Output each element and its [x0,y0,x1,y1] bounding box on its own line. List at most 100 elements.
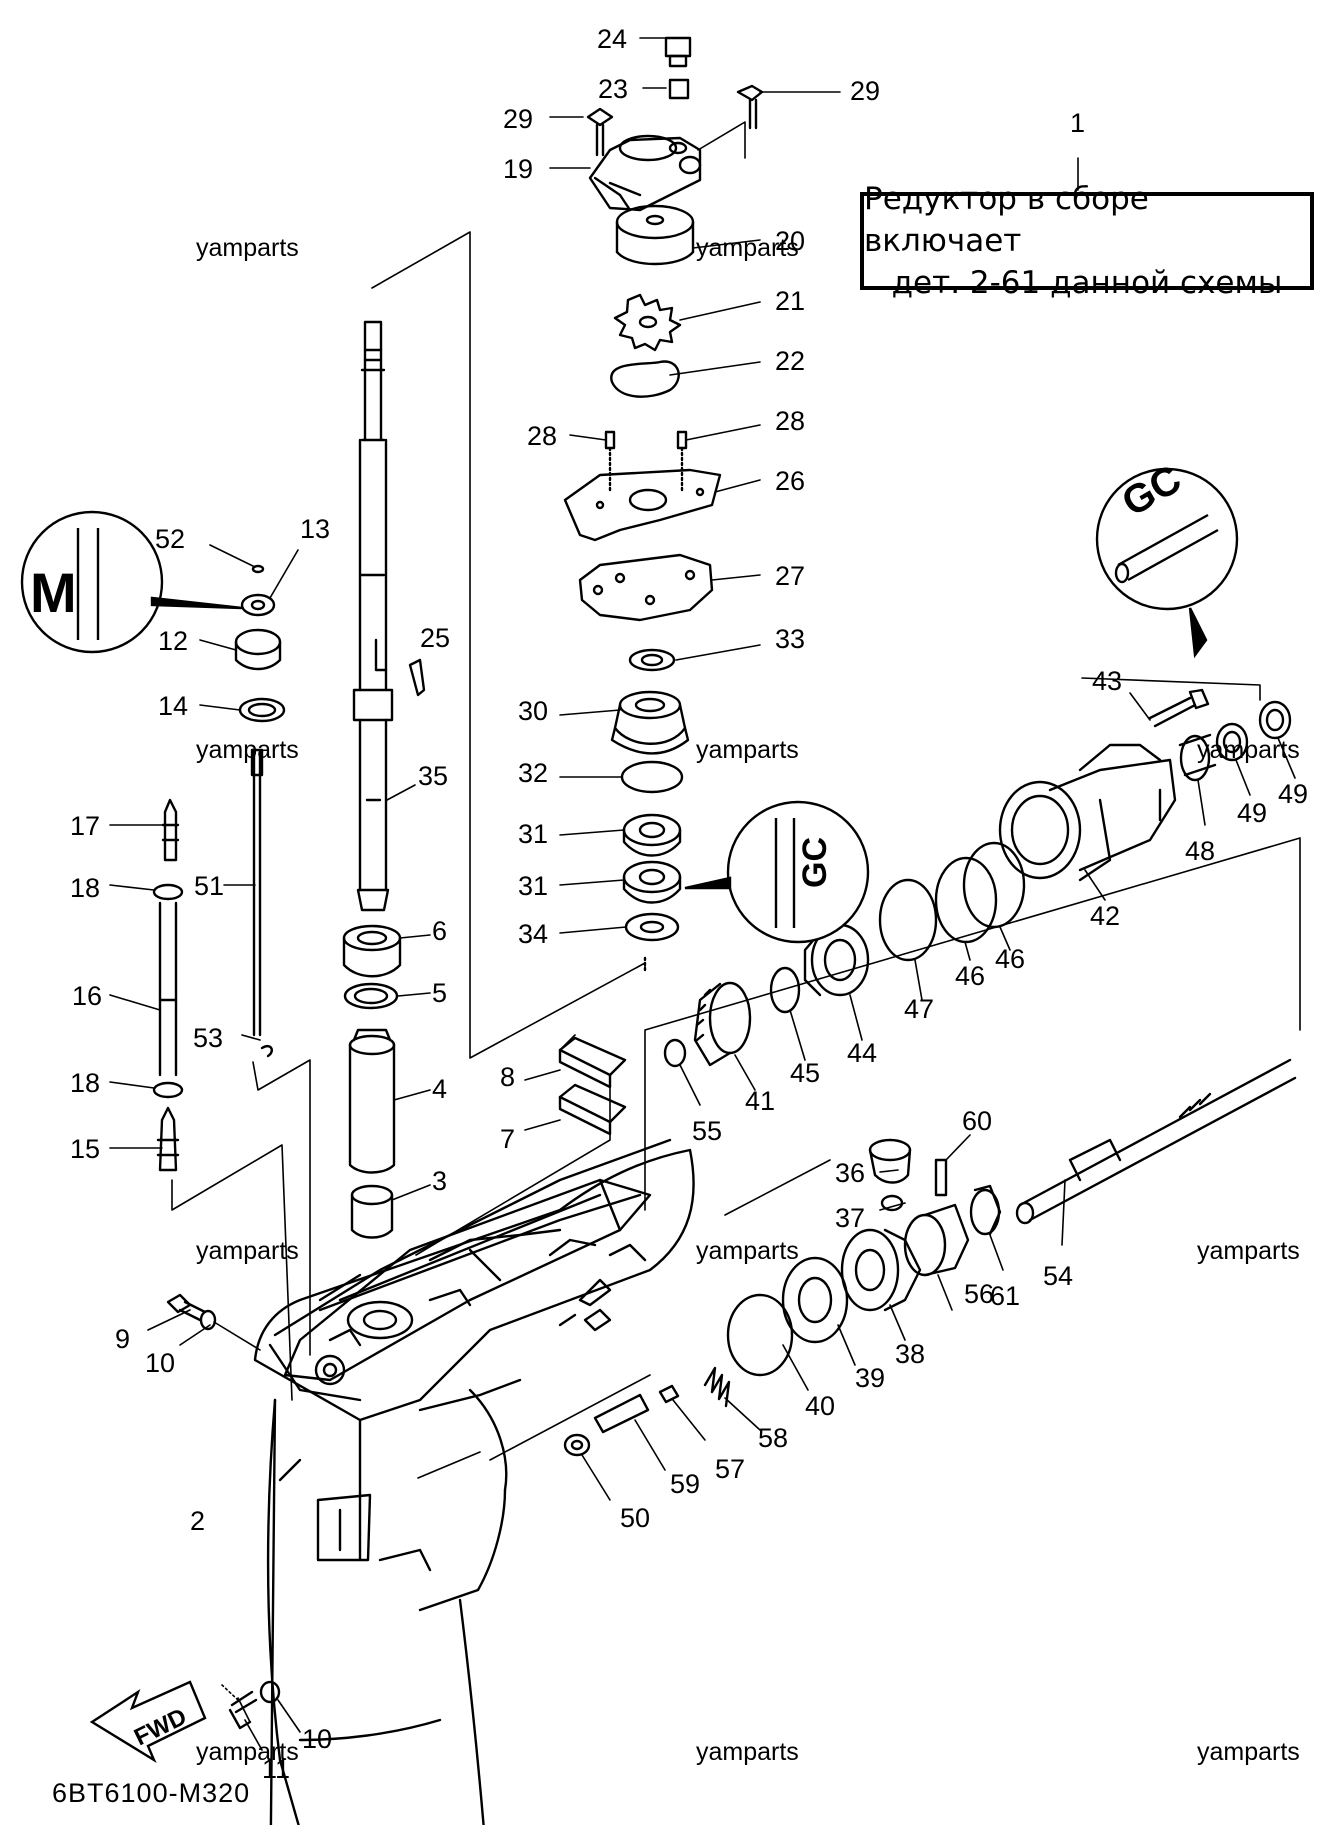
part-label: 28 [775,406,805,436]
part-label: 46 [995,944,1025,974]
part-label: 25 [420,623,450,653]
part-label: 44 [847,1038,877,1068]
fwd-arrow: FWD [89,1680,207,1763]
detail-callouts [20,467,1239,944]
part-label: 36 [835,1158,865,1188]
part-label: 38 [895,1339,925,1369]
part-label: 18 [70,873,100,903]
part-label: 5 [432,978,447,1008]
part-label: 41 [745,1086,775,1116]
part-label: 37 [835,1203,865,1233]
part-label: 24 [597,24,627,54]
part-label: 61 [990,1281,1020,1311]
part-label: 32 [518,758,548,788]
leader-lines [109,37,1296,1751]
part-label: 10 [145,1348,175,1378]
part-label: 49 [1278,779,1308,809]
part-label: 58 [758,1423,788,1453]
watermark: yamparts [696,1237,799,1265]
part-label: 4 [432,1074,447,1104]
part-label: 54 [1043,1261,1073,1291]
part-label: 26 [775,466,805,496]
part-label: 30 [518,696,548,726]
part-label: 15 [70,1134,100,1164]
part-label: 6 [432,916,447,946]
part-label: 10 [302,1724,332,1754]
part-label: 39 [855,1363,885,1393]
watermark: yamparts [696,736,799,764]
part-labels: 2 3 4 5 6 7 8 9 10 10 11 12 13 14 15 16 … [70,24,1308,1784]
part-label: 20 [775,226,805,256]
part-label: 56 [964,1279,994,1309]
part-label: 40 [805,1391,835,1421]
watermark: yamparts [196,1237,299,1265]
part-label: 29 [850,76,880,106]
part-label: 9 [115,1324,130,1354]
part-label: 19 [503,154,533,184]
detail-circle-bearing [684,800,870,944]
part-label: 21 [775,286,805,316]
part-label: 48 [1185,836,1215,866]
part-label: 34 [518,919,548,949]
assembly-note-line-2: дет. 2-61 данной схемы [891,265,1283,301]
detail-circle-shift [20,510,243,654]
part-label: 31 [518,871,548,901]
shift-rod-parts [152,564,286,1172]
part-label: 35 [418,761,448,791]
assembly-note-box: Редуктор в сборе включает дет. 2-61 данн… [860,181,1314,301]
part-label: 27 [775,561,805,591]
detail-symbols: M GC GC [30,457,1189,888]
part-label: 28 [527,421,557,451]
part-label: 12 [158,626,188,656]
part-label: 57 [715,1454,745,1484]
part-label: 13 [300,514,330,544]
part-label: 52 [155,524,185,554]
watermark: yamparts [696,234,799,262]
watermark: yamparts [696,1738,799,1766]
bushing-parts [342,924,627,1239]
assembly-note-line-1: Редуктор в сборе включает [864,181,1149,259]
lower-case-part [253,1138,695,1830]
part-label: 11 [262,1754,290,1784]
part-label: 42 [1090,901,1120,931]
detail-circle-housing [1095,467,1239,659]
part-label: 31 [518,819,548,849]
part-label: 22 [775,346,805,376]
water-pump-parts [563,36,764,974]
detail-symbol-bearing: GC [796,837,834,888]
part-label: 3 [432,1166,447,1196]
part-label: 49 [1237,798,1267,828]
part-label: 53 [193,1023,223,1053]
driveshaft-part [352,320,426,912]
part-label: 18 [70,1068,100,1098]
part-label: 59 [670,1469,700,1499]
watermark: yamparts [196,736,299,764]
watermark: yamparts [1197,1237,1300,1265]
part-label: 45 [790,1058,820,1088]
part-label: 23 [598,74,628,104]
part-label: 60 [962,1106,992,1136]
part-label: 7 [500,1124,515,1154]
part-label: 14 [158,691,188,721]
detail-symbol-shift: M [30,561,77,624]
part-label: 33 [775,624,805,654]
watermark: yamparts [196,234,299,262]
watermark: yamparts [1197,736,1300,764]
part-label: 47 [904,994,934,1024]
watermark: yamparts [196,1738,299,1766]
part-label: 43 [1092,666,1122,696]
assembly-lines [171,121,1301,1479]
part-label: 50 [620,1503,650,1533]
watermark: yamparts [1197,1738,1300,1766]
part-label: 51 [194,871,224,901]
part-label: 16 [72,981,102,1011]
part-label: 55 [692,1116,722,1146]
part-label: 17 [70,811,100,841]
part-label: 29 [503,104,533,134]
part-label: 46 [955,961,985,991]
gear-train-parts [166,688,1297,1730]
part-label: 8 [500,1062,515,1092]
part-label: 2 [190,1506,205,1536]
